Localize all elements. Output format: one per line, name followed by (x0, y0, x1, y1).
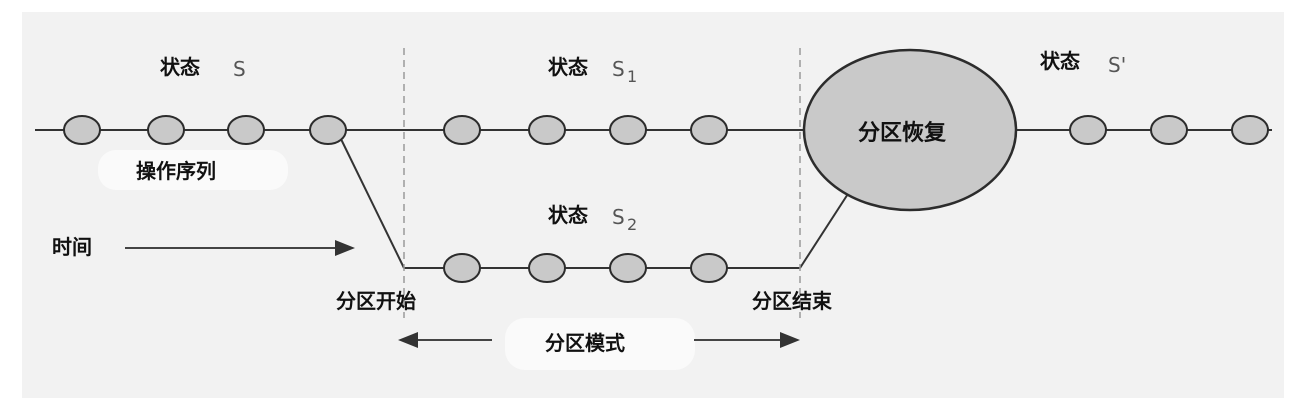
operation-node (528, 115, 566, 145)
operation-node (1069, 115, 1107, 145)
state-s2-symbol: S (612, 205, 625, 229)
operation-node (609, 253, 647, 283)
operation-node (690, 115, 728, 145)
partition-mode-right-arrowhead (780, 332, 800, 348)
operation-node (690, 253, 728, 283)
label-highlight-ops (98, 150, 288, 190)
partition-end-label: 分区结束 (752, 289, 833, 313)
state-s-prime-symbol: S' (1108, 53, 1126, 77)
merge-connector (799, 182, 856, 269)
partition-start-label: 分区开始 (336, 289, 416, 313)
operation-node (1150, 115, 1188, 145)
operation-node (63, 115, 101, 145)
diverge-connector (339, 136, 405, 269)
operation-node (227, 115, 265, 145)
partition-mode-label: 分区模式 (545, 331, 625, 355)
operation-node (1231, 115, 1269, 145)
operation-node (609, 115, 647, 145)
state-s-prime-label: 状态 (1040, 49, 1080, 73)
operation-node (443, 115, 481, 145)
state-s-label: 状态 (160, 55, 200, 79)
state-s1-subscript: 1 (627, 67, 637, 86)
partition-recovery-node (802, 48, 1018, 212)
operation-node (528, 253, 566, 283)
operation-node (443, 253, 481, 283)
operation-node (147, 115, 185, 145)
state-s2-subscript: 2 (627, 215, 637, 234)
state-s2-label: 状态 (548, 203, 588, 227)
partition-recovery-label: 分区恢复 (858, 120, 947, 146)
time-arrowhead (335, 240, 355, 256)
partition-mode-left-arrowhead (398, 332, 418, 348)
time-label: 时间 (52, 235, 92, 259)
state-s1-symbol: S (612, 57, 625, 81)
state-s1-label: 状态 (548, 55, 588, 79)
state-s-symbol: S (233, 57, 246, 81)
operation-node (309, 115, 347, 145)
operation-sequence-label: 操作序列 (136, 159, 216, 183)
label-highlight-mode (505, 318, 695, 370)
